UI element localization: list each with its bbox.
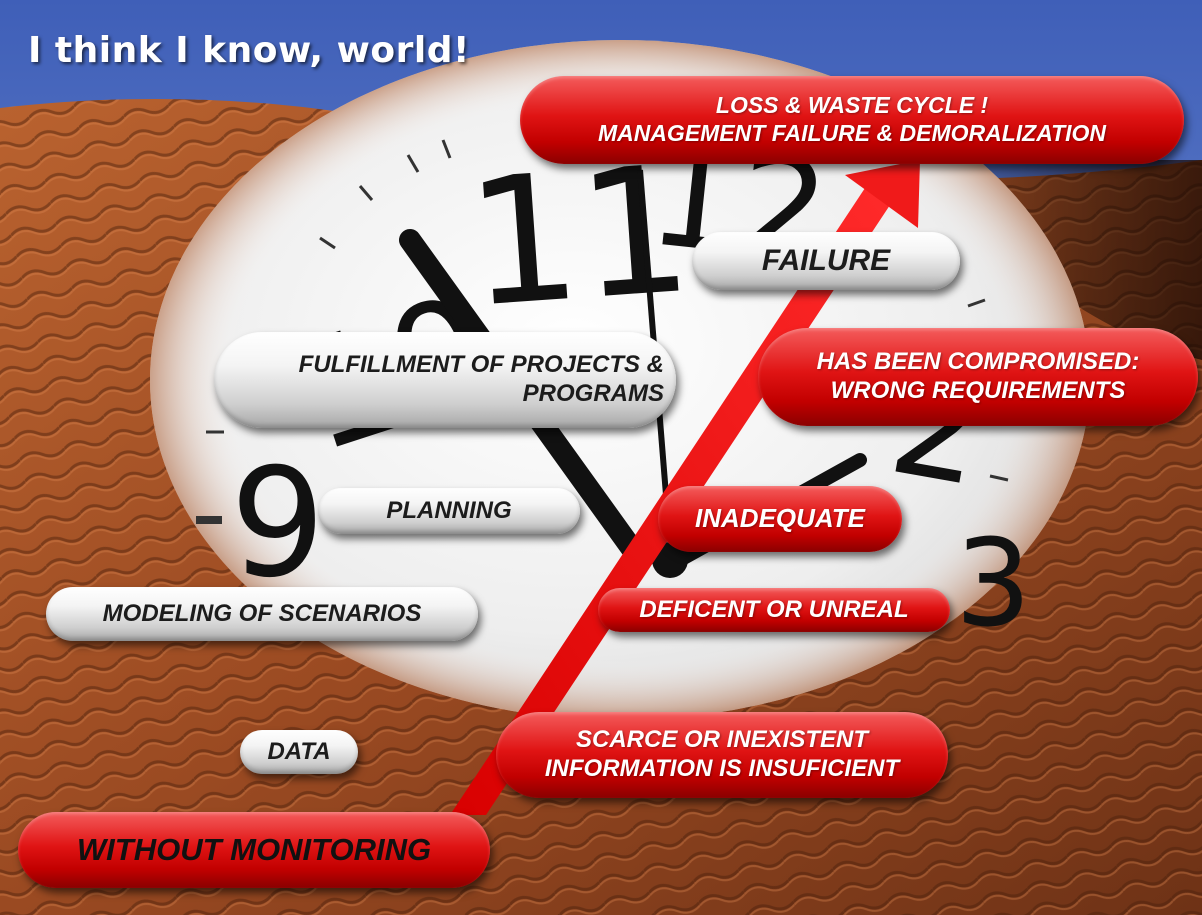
scarce-line-1: SCARCE OR INEXISTENT xyxy=(575,726,869,754)
modeling-text: MODELING OF SCENARIOS xyxy=(102,599,422,627)
scarce-line-2: INFORMATION IS INSUFICIENT xyxy=(544,755,900,782)
loss-waste-cycle-label: LOSS & WASTE CYCLE ! MANAGEMENT FAILURE … xyxy=(520,76,1184,164)
slide-title: I think I know, world! xyxy=(28,30,470,71)
inadequate-text: INADEQUATE xyxy=(695,503,865,534)
data-text: DATA xyxy=(267,737,331,765)
data-label: DATA xyxy=(240,730,358,774)
without-monitoring-label: WITHOUT MONITORING xyxy=(18,812,490,888)
loss-waste-line-1: LOSS & WASTE CYCLE ! xyxy=(715,92,989,119)
compromised-label: HAS BEEN COMPROMISED: WRONG REQUIREMENTS xyxy=(758,328,1198,426)
clock-numeral-9: 9 xyxy=(230,437,325,611)
planning-label: PLANNING xyxy=(318,488,580,534)
arrow-head xyxy=(845,160,920,228)
failure-label: FAILURE xyxy=(692,232,960,290)
deficient-label: DEFICENT OR UNREAL xyxy=(598,588,950,632)
fulfillment-line-1: FULFILLMENT OF PROJECTS & xyxy=(298,351,664,379)
inadequate-label: INADEQUATE xyxy=(658,486,902,552)
compromised-line-1: HAS BEEN COMPROMISED: xyxy=(816,348,1140,376)
deficient-text: DEFICENT OR UNREAL xyxy=(639,595,909,623)
scarce-information-label: SCARCE OR INEXISTENT INFORMATION IS INSU… xyxy=(496,712,948,798)
modeling-label: MODELING OF SCENARIOS xyxy=(46,587,478,641)
clock-numeral-11: 11 xyxy=(461,129,697,347)
loss-waste-line-2: MANAGEMENT FAILURE & DEMORALIZATION xyxy=(597,120,1107,146)
fulfillment-line-2: PROGRAMS xyxy=(522,380,664,407)
clock-hub xyxy=(652,542,688,578)
without-monitoring-text: WITHOUT MONITORING xyxy=(76,832,432,868)
compromised-line-2: WRONG REQUIREMENTS xyxy=(830,377,1126,404)
planning-text: PLANNING xyxy=(386,496,512,524)
fulfillment-label: FULFILLMENT OF PROJECTS & PROGRAMS xyxy=(214,332,676,428)
failure-text: FAILURE xyxy=(761,244,891,277)
clock-numeral-3: 3 xyxy=(955,515,1031,654)
